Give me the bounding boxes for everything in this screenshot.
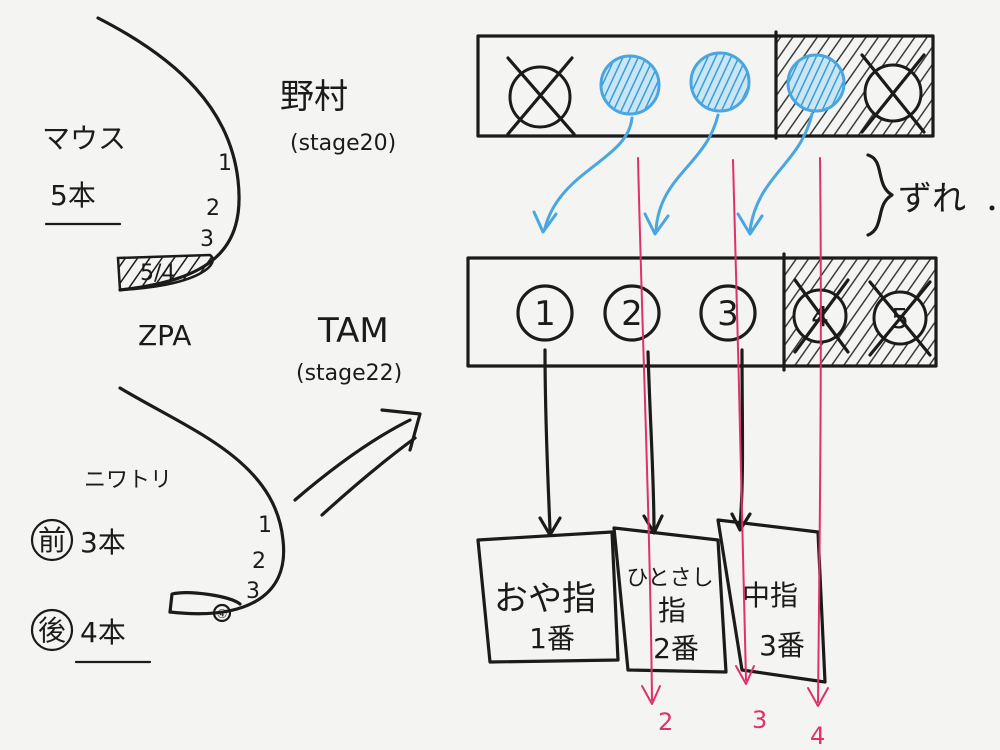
mouse-gene-label: ZPA (138, 319, 191, 352)
card-2-line-3: 2番 (653, 632, 699, 665)
nomura-stage: (stage20) (290, 131, 396, 156)
chicken-number-3: 3 (246, 579, 260, 604)
tam-label: TAM (317, 311, 389, 351)
nomura-label: 野村 (280, 77, 348, 117)
shift-dot (989, 205, 995, 211)
mouse-count: 5本 (50, 179, 96, 212)
chicken-toe-mark: ④ (217, 607, 228, 621)
finger-card-1 (476, 530, 620, 664)
mouse-number-2: 2 (206, 196, 220, 221)
chicken-title: ニワトリ (84, 468, 172, 493)
front-count: 3本 (80, 526, 126, 559)
mouse-limb-sketch (96, 16, 241, 292)
red-mapping-arrows (637, 157, 829, 707)
card-2-line-2: 指 (658, 594, 686, 627)
rear-mark: 後 (38, 614, 66, 647)
shift-label: ずれ (898, 179, 966, 219)
card-2-line-1: ひとさし (626, 566, 713, 591)
mouse-title: マウス (42, 122, 126, 155)
nomura-digit-row (476, 30, 935, 140)
chicken-number-2: 2 (252, 549, 266, 574)
red-number-3: 3 (752, 706, 767, 734)
nomura-crossed-circle-2 (860, 53, 926, 134)
tam-stage: (stage22) (296, 361, 402, 386)
front-circle (30, 518, 74, 562)
rear-count: 4本 (80, 616, 126, 649)
tam-digit-1: 1 (534, 294, 556, 334)
tam-digit-5: 5 (891, 302, 909, 335)
card-3-line-1: 中指 (742, 579, 798, 612)
finger-card-2 (612, 526, 728, 674)
nomura-blue-circle-3 (786, 53, 846, 113)
front-mark: 前 (38, 524, 66, 557)
tam-digit-circle-2 (603, 284, 661, 342)
blue-mapping-arrows (532, 112, 814, 236)
card-1-line-1: おや指 (494, 579, 596, 619)
shift-brace (866, 153, 894, 237)
tam-digit-circle-1 (516, 284, 574, 342)
mouse-number-1: 1 (218, 151, 232, 176)
red-number-4: 4 (810, 722, 825, 750)
card-1-line-2: 1番 (529, 622, 575, 655)
tam-digit-3: 3 (717, 294, 739, 334)
red-number-2: 2 (658, 708, 673, 736)
chicken-to-tam-arrow (293, 408, 422, 517)
nomura-blue-circle-2 (689, 51, 751, 113)
nomura-crossed-circle-1 (506, 56, 576, 136)
nomura-blue-circle-1 (599, 54, 661, 116)
card-3-line-2: 3番 (759, 629, 805, 662)
finger-card-3 (716, 518, 827, 684)
tam-crossed-digit-5 (868, 280, 932, 357)
rear-circle (30, 608, 74, 652)
mouse-fused-label: 5/4 (140, 261, 175, 286)
tam-digit-2: 2 (621, 294, 643, 334)
chicken-limb-sketch (118, 386, 286, 623)
mouse-fused-digits-hatch (116, 253, 214, 292)
mouse-number-3: 3 (200, 227, 214, 252)
chicken-number-1: 1 (258, 513, 272, 538)
tam-digit-circle-3 (699, 284, 757, 342)
